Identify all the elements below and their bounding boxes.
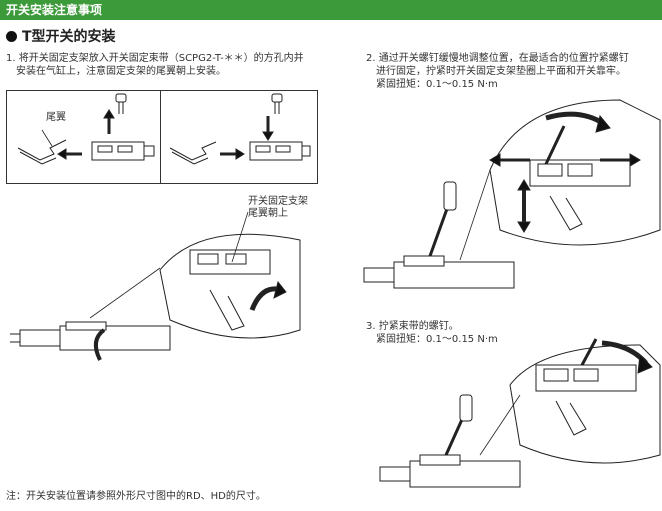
step1-panel-right	[160, 90, 318, 184]
tail-label: 尾翼	[46, 112, 66, 123]
step3-line2: 紧固扭矩：0.1～0.15 N·m	[376, 334, 498, 345]
step2-text: 2. 通过开关螺钉缓慢地调整位置，在最适合的位置拧紧螺钉 进行固定，拧紧时开关固…	[366, 52, 629, 91]
step1-panel-left	[6, 90, 162, 184]
section-title: T型开关的安装	[6, 28, 116, 46]
header-title: 开关安装注意事项	[6, 3, 103, 17]
step3-illustration	[379, 338, 661, 488]
step2-line1: 2. 通过开关螺钉缓慢地调整位置，在最适合的位置拧紧螺钉	[366, 53, 629, 64]
step1-line1: 1. 将开关固定支架放入开关固定束带（SCPG2-T-＊＊）的方孔内并	[6, 53, 304, 64]
bracket-label: 开关固定支架 尾翼朝上	[248, 196, 308, 220]
step1-text: 1. 将开关固定支架放入开关固定束带（SCPG2-T-＊＊）的方孔内并 安装在气…	[6, 52, 304, 78]
footer-note: 注：开关安装位置请参照外形尺寸图中的RD、HD的尺寸。	[6, 491, 266, 502]
step2-line2: 进行固定，拧紧时开关固定支架垫圈上平面和开关靠牢。	[376, 66, 626, 77]
header-bar: 开关安装注意事项	[0, 0, 662, 20]
step2-illustration	[363, 99, 661, 289]
bracket-label-line2: 尾翼朝上	[248, 208, 288, 219]
step1-illustration	[17, 93, 311, 165]
step2-line3: 紧固扭矩：0.1～0.15 N·m	[376, 79, 498, 90]
step3-line1: 3. 拧紧束带的螺钉。	[366, 321, 459, 332]
step1-detail-illustration	[10, 211, 301, 361]
step3-text: 3. 拧紧束带的螺钉。 紧固扭矩：0.1～0.15 N·m	[366, 320, 498, 346]
step1-line2: 安装在气缸上，注意固定支架的尾翼朝上安装。	[16, 66, 226, 77]
section-title-text: T型开关的安装	[22, 29, 116, 45]
bracket-label-line1: 开关固定支架	[248, 196, 308, 207]
bullet-icon	[6, 31, 17, 42]
